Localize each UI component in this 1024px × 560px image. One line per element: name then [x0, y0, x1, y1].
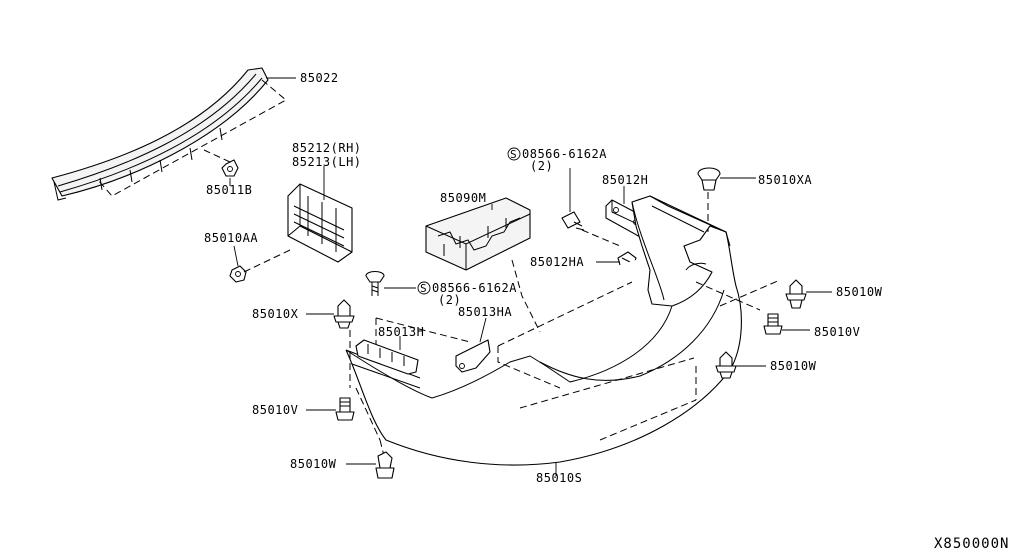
- label-85213-lh: 85213(LH): [292, 155, 362, 169]
- label-85013ha: 85013HA: [458, 305, 512, 319]
- label-screw-upper: 08566-6162A: [522, 147, 607, 161]
- label-screw-upper-qty: (2): [530, 159, 553, 173]
- label-85010x: 85010X: [252, 307, 299, 321]
- label-85010s: 85010S: [536, 471, 582, 485]
- bracket-85013h: [355, 336, 419, 375]
- label-85013h: 85013H: [378, 325, 424, 339]
- screw-lower: [365, 270, 416, 296]
- label-85022: 85022: [300, 71, 339, 85]
- energy-absorber-85090m: [425, 197, 531, 271]
- diagram-reference-code: X850000N: [934, 536, 1009, 552]
- clip-85010v-right: [763, 313, 810, 335]
- bumper-fascia-85010s: [345, 195, 781, 476]
- label-85010w-mid: 85010W: [770, 359, 817, 373]
- screw-symbol-upper: [507, 147, 521, 161]
- label-85012ha: 85012HA: [530, 255, 584, 269]
- label-85010w-right: 85010W: [836, 285, 883, 299]
- label-screw-lower-qty: (2): [438, 293, 461, 307]
- grommet-85010xa: [697, 167, 756, 232]
- clip-85010w-mid: [715, 351, 766, 379]
- label-85010w-left: 85010W: [290, 457, 337, 471]
- screw-upper: [561, 168, 621, 247]
- label-85090m: 85090M: [440, 191, 486, 205]
- clip-85010x: [306, 299, 355, 329]
- side-bracket-85212: [287, 166, 353, 263]
- label-screw-lower: 08566-6162A: [432, 281, 517, 295]
- clip-85011b: [203, 149, 239, 186]
- screw-symbol-upper-letter: S: [510, 148, 517, 161]
- label-85010aa: 85010AA: [204, 231, 258, 245]
- screw-symbol-lower-letter: S: [420, 282, 427, 295]
- label-85012h: 85012H: [602, 173, 648, 187]
- bracket-85013ha: [455, 317, 491, 373]
- screw-symbol-lower: [417, 281, 431, 295]
- clip-85010w-right: [785, 279, 832, 309]
- label-85010v-left: 85010V: [252, 403, 298, 417]
- clip-85010v-left: [306, 397, 355, 421]
- label-85011b: 85011B: [206, 183, 252, 197]
- clip-85010w-left: [346, 451, 395, 479]
- label-85010v-right: 85010V: [814, 325, 860, 339]
- clip-85010aa: [229, 245, 291, 283]
- label-85212-rh: 85212(RH): [292, 141, 362, 155]
- label-85010xa: 85010XA: [758, 173, 812, 187]
- reinforcement-85022: [51, 67, 296, 201]
